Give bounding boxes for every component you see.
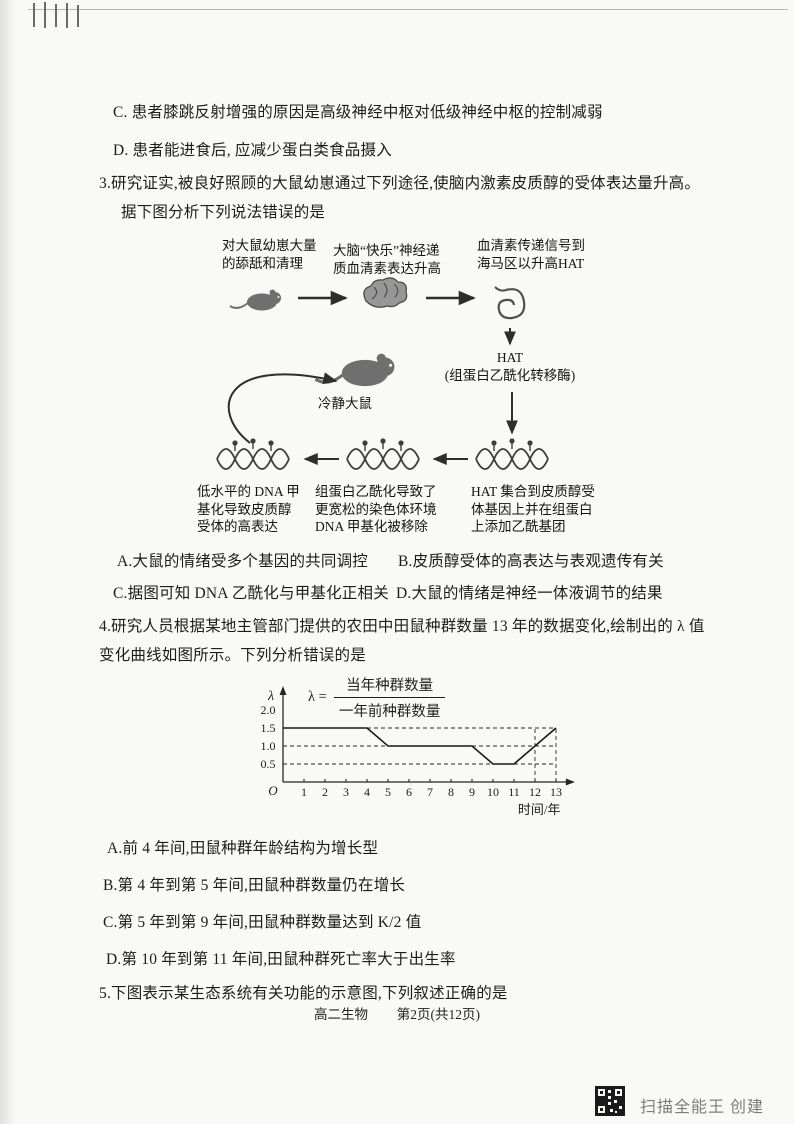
svg-text:10: 10	[487, 785, 499, 799]
svg-text:9: 9	[469, 785, 475, 799]
svg-text:12: 12	[529, 785, 541, 799]
scan-binding-mark	[77, 5, 79, 27]
svg-text:11: 11	[508, 785, 520, 799]
diagram-label-hat: HAT (组蛋白乙酰化转移酶)	[444, 350, 576, 383]
option-line-d-q2: D. 患者能进食后, 应减少蛋白类食品摄入	[113, 142, 392, 159]
camscanner-watermark-text: 扫描全能王 创建	[640, 1099, 765, 1116]
footer-subject: 高二生物	[314, 1007, 368, 1022]
diagram-caption-low-methylation: 低水平的 DNA 甲 基化导致皮质醇 受体的高表达	[197, 484, 300, 535]
scan-binding-mark	[44, 2, 46, 28]
q3-option-c: C.据图可知 DNA 乙酰化与甲基化正相关	[113, 585, 389, 602]
option-line-c-q2: C. 患者膝跳反射增强的原因是高级神经中枢对低级神经中枢的控制减弱	[113, 104, 603, 121]
arrow-dna-to-calm-rat	[227, 372, 338, 444]
scan-binding-mark	[66, 3, 68, 28]
scan-top-edge-line	[28, 9, 788, 10]
hippocampus-sketch	[493, 285, 526, 320]
dna-sketch-left	[216, 437, 290, 470]
dna-sketch-middle	[346, 437, 420, 470]
svg-text:λ: λ	[267, 689, 274, 704]
scan-binding-mark	[33, 3, 35, 27]
q3-diagram-sketches	[216, 277, 549, 470]
rat-pup-sketch	[229, 288, 282, 312]
lambda-formula-lhs: λ =	[308, 689, 327, 705]
svg-text:4: 4	[364, 785, 370, 799]
q3-option-a: A.大鼠的情绪受多个基因的共同调控	[117, 553, 368, 570]
svg-text:3: 3	[343, 785, 349, 799]
q4-stem-line1: 4.研究人员根据某地主管部门提供的农田中田鼠种群数量 13 年的数据变化,绘制出…	[99, 618, 705, 635]
q4-option-d: D.第 10 年到第 11 年间,田鼠种群死亡率大于出生率	[106, 951, 456, 968]
brain-sketch	[363, 277, 408, 308]
scan-binding-mark	[55, 4, 57, 27]
q4-stem-line2: 变化曲线如图所示。下列分析错误的是	[99, 647, 366, 664]
camscanner-qr-icon	[595, 1086, 625, 1116]
svg-text:13: 13	[550, 785, 562, 799]
diagram-caption-acetylation-loosens: 组蛋白乙酰化导致了 更宽松的染色体环境 DNA 甲基化被移除	[315, 484, 437, 535]
diagram-label-signal-hippocampus: 血清素传递信号到 海马区以升高HAT	[477, 238, 585, 271]
diagram-label-brain-serotonin: 大脑“快乐”神经递 质血清素表达升高	[333, 243, 441, 276]
diagram-label-calm-rat: 冷静大鼠	[318, 396, 372, 411]
q4-option-a: A.前 4 年间,田鼠种群年龄结构为增长型	[107, 840, 379, 857]
svg-text:2.0: 2.0	[261, 703, 276, 717]
svg-text:时间/年: 时间/年	[518, 802, 561, 817]
svg-text:1: 1	[301, 785, 307, 799]
q4-option-b: B.第 4 年到第 5 年间,田鼠种群数量仍在增长	[103, 877, 406, 894]
lambda-formula: λ = 当年种群数量 一年前种群数量	[308, 674, 446, 721]
svg-text:6: 6	[406, 785, 412, 799]
page-footer: 高二生物 第2页(共12页)	[0, 1003, 794, 1023]
footer-page-number: 第2页(共12页)	[396, 1007, 480, 1022]
scan-edge-shadow	[0, 0, 16, 1124]
q3-option-b: B.皮质醇受体的高表达与表观遗传有关	[398, 553, 664, 570]
q3-stem-line2: 据下图分析下列说法错误的是	[121, 204, 326, 221]
svg-text:7: 7	[427, 785, 433, 799]
dna-sketch-right	[475, 437, 549, 470]
svg-text:O: O	[268, 783, 278, 798]
q4-option-c: C.第 5 年到第 9 年间,田鼠种群数量达到 K/2 值	[103, 914, 422, 931]
svg-text:0.5: 0.5	[261, 757, 276, 771]
q3-option-d: D.大鼠的情绪是神经一体液调节的结果	[396, 585, 663, 602]
q5-stem: 5.下图表示某生态系统有关功能的示意图,下列叙述正确的是	[99, 985, 508, 1002]
svg-text:8: 8	[448, 785, 454, 799]
svg-text:1.5: 1.5	[261, 721, 276, 735]
lambda-formula-fraction: 当年种群数量 一年前种群数量	[333, 674, 446, 721]
lambda-formula-numerator: 当年种群数量	[333, 674, 446, 698]
svg-text:5: 5	[385, 785, 391, 799]
lambda-formula-denominator: 一年前种群数量	[338, 704, 441, 720]
diagram-label-licking: 对大鼠幼崽大量 的舔舐和清理	[222, 238, 317, 271]
calm-rat-sketch	[313, 352, 397, 388]
svg-text:1.0: 1.0	[261, 739, 276, 753]
q3-stem-line1: 3.研究证实,被良好照顾的大鼠幼崽通过下列途径,使脑内激素皮质醇的受体表达量升高…	[99, 175, 701, 192]
diagram-caption-hat-binds-gene: HAT 集合到皮质醇受 体基因上并在组蛋白 上添加乙酰基团	[471, 484, 595, 535]
svg-text:2: 2	[322, 785, 328, 799]
